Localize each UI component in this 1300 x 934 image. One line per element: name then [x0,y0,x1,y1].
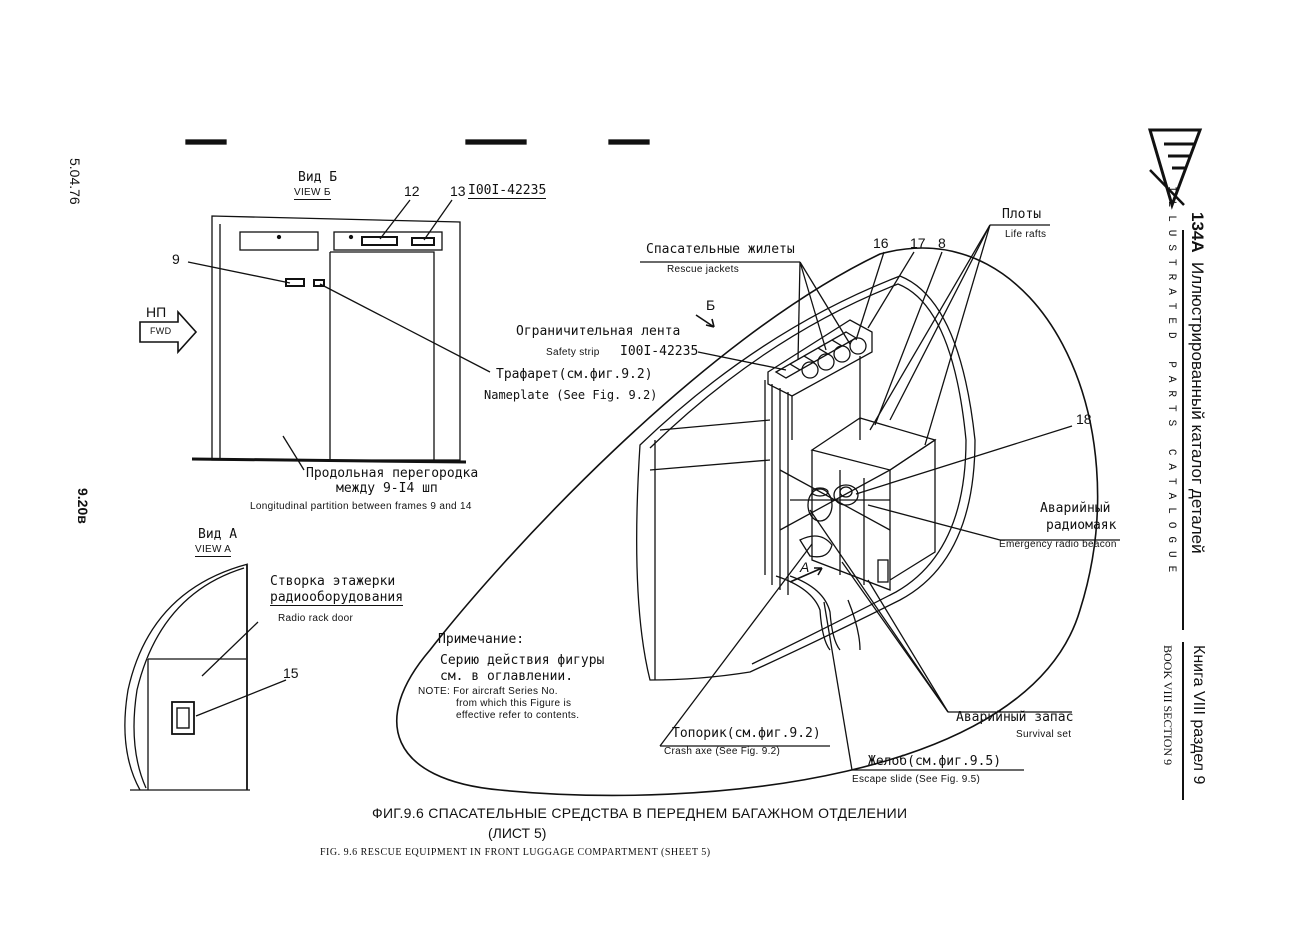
fwd-label-ru: НП [146,304,167,320]
safety-strip-label: Ограничительная лента [516,324,681,339]
escape-slide-label: Желоб(см.фиг.9.5) [868,754,1002,769]
view-b-title-en: VIEW Б [294,187,331,200]
crash-axe-label: Топорик(см.фиг.9.2) [672,726,821,741]
book-section-ru: Книга VIII раздел 9 [1190,645,1207,785]
figure-caption-en: FIG. 9.6 RESCUE EQUIPMENT IN FRONT LUGGA… [320,847,711,858]
note-en-line-2: from which this Figure is [456,698,572,709]
partition-label-en: Longitudinal partition between frames 9 … [250,501,472,512]
rescue-jackets-label-en: Rescue jackets [667,264,740,275]
top-mark-mid [465,139,527,145]
beacon-label-en: Emergency radio beacon [999,539,1117,550]
view-a-title: Вид А [198,527,238,542]
partition-label-2: между 9-I4 шп [336,481,438,496]
nameplate-label-en: Nameplate (See Fig. 9.2) [484,388,658,402]
view-b-panel [187,199,491,471]
view-b-marker: Б [706,297,716,313]
figure-caption-ru: ФИГ.9.6 СПАСАТЕЛЬНЫЕ СРЕДСТВА В ПЕРЕДНЕМ… [372,805,908,821]
safety-strip-label-en: Safety strip [546,347,600,358]
callout-13-part-number: I00I-42235 [468,183,547,199]
aeroflot-logo [1147,128,1203,210]
callout-15: 15 [283,665,299,681]
partition-label-1: Продольная перегородка [306,466,479,481]
figure-caption-sheet: (ЛИСТ 5) [488,825,547,841]
note-en-line-1: NOTE: For aircraft Series No. [418,686,558,697]
safety-strip-part-number: I00I-42235 [620,344,699,359]
top-mark-right [608,139,650,145]
model-number: 134А [1188,212,1207,253]
life-rafts-label: Плоты [1002,207,1042,222]
callout-17: 17 [910,235,926,251]
view-a-marker: A [800,559,810,575]
callout-9: 9 [172,251,180,267]
catalog-title-en: ILLUSTRATED PARTS CATALOGUE [1165,186,1177,581]
rack-door-label-2: радиооборудования [270,590,404,606]
margin-date: 5.04.76 [67,158,83,205]
view-a-inset [124,563,287,791]
callout-13: 13 [450,183,466,199]
escape-slide-label-en: Escape slide (See Fig. 9.5) [852,774,981,785]
callout-12: 12 [404,183,420,199]
fwd-label-en: FWD [150,326,172,336]
view-b-title: Вид Б [298,170,338,185]
margin-page-number: 9.20в [75,488,91,524]
beacon-label-2: радиомаяк [1046,518,1117,533]
crash-axe-label-en: Crash axe (See Fig. 9.2) [664,746,781,757]
note-heading: Примечание: [438,632,525,647]
rack-door-label-en: Radio rack door [278,613,354,624]
beacon-label-1: Аварийный [1040,501,1111,516]
compartment-drawing [396,224,1120,797]
book-section-en: BOOK VIII SECTION 9 [1161,645,1175,766]
callout-18: 18 [1076,411,1092,427]
life-rafts-label-en: Life rafts [1005,229,1047,240]
callout-8: 8 [938,235,946,251]
survival-set-label-en: Survival set [1016,729,1072,740]
survival-set-label: Аварийный запас [956,710,1074,725]
rack-door-label-1: Створка этажерки [270,574,396,589]
top-mark-left [185,139,227,145]
fwd-arrow [139,309,198,355]
view-a-title-en: VIEW A [195,544,232,557]
catalog-title-ru: Иллюстрированный каталог деталей [1188,262,1207,554]
callout-16: 16 [873,235,889,251]
note-en-line-3: effective refer to contents. [456,710,580,721]
rescue-jackets-label: Спасательные жилеты [646,242,795,257]
note-ru-line-2: Серию действия фигуры [440,653,605,668]
note-ru-line-3: см. в оглавлении. [440,669,574,684]
nameplate-label: Трафарет(см.фиг.9.2) [496,367,653,382]
